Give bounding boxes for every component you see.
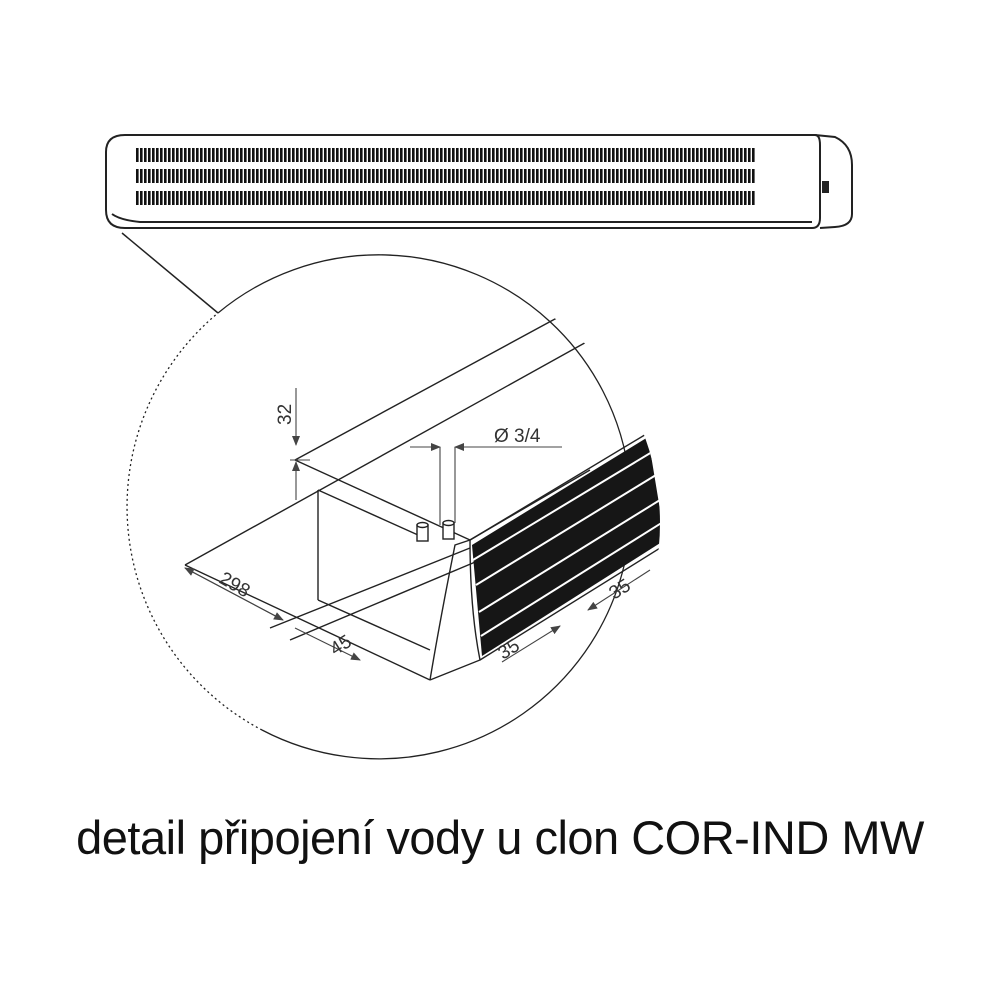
air-curtain-unit: [105, 134, 853, 229]
grille-row: [136, 191, 755, 205]
leader-line: [121, 232, 219, 314]
grille-row: [136, 148, 755, 162]
detail-circle-dashed: [126, 312, 263, 731]
pipe-connectors: [416, 519, 455, 542]
dim-depth-label: 298: [216, 568, 254, 602]
unit-bottom-edge: [111, 213, 812, 223]
detail-grille: [472, 437, 660, 656]
dimension-lines: [184, 388, 651, 663]
unit-body: [105, 134, 821, 229]
dim-height-label: 32: [275, 404, 296, 425]
control-knob: [822, 181, 829, 193]
unit-end-cap: [814, 134, 853, 229]
detail-casing: [184, 299, 660, 681]
diagram-caption: detail připojení vody u clon COR-IND MW: [76, 811, 924, 864]
dim-pipe-diameter-label: Ø 3/4: [494, 426, 541, 447]
unit-grille: [136, 148, 755, 205]
grille-row: [136, 169, 755, 183]
